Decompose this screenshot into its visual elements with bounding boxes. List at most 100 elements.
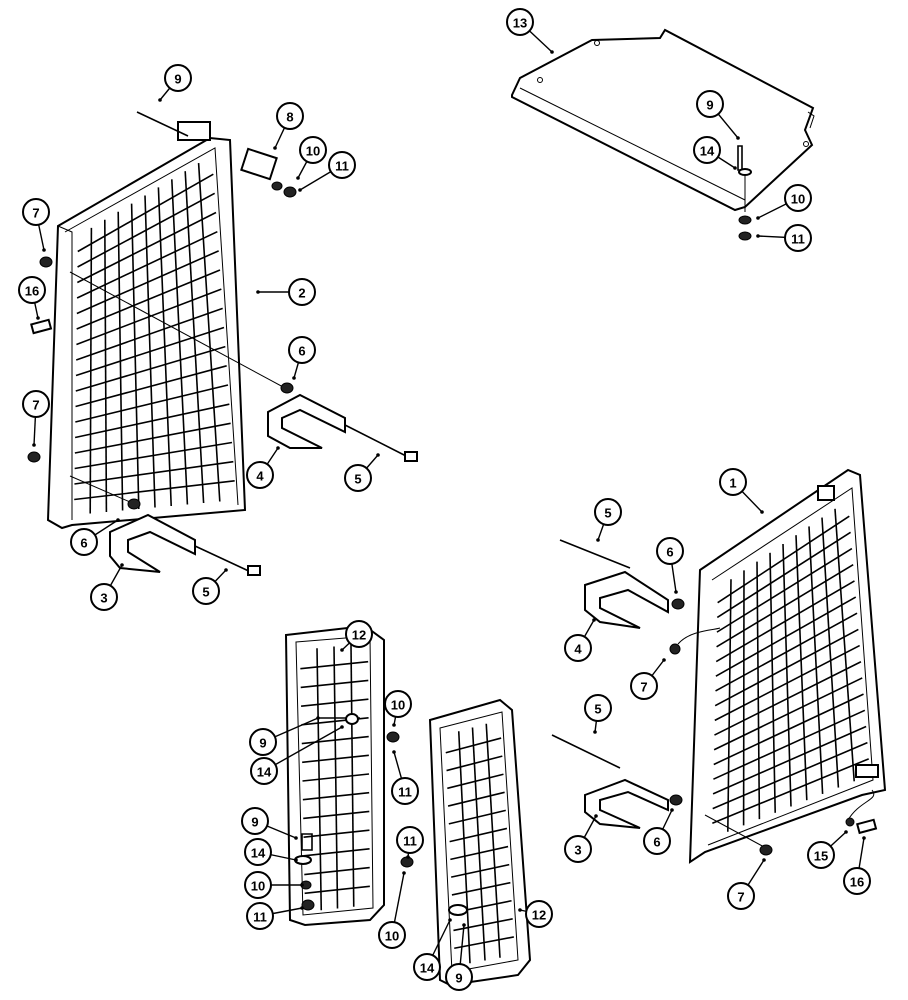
- leader-arrowhead: [42, 248, 46, 252]
- callout-number: 8: [286, 110, 293, 125]
- callout-circle: [164, 64, 192, 92]
- callout-6: 6: [288, 336, 316, 364]
- callout-number: 9: [455, 971, 462, 986]
- callout-10: 10: [299, 136, 327, 164]
- callout-circle: [276, 102, 304, 130]
- leader-arrowhead: [596, 538, 600, 542]
- leader-arrowhead: [392, 723, 396, 727]
- callout-circle: [246, 902, 274, 930]
- callout-circle: [396, 826, 424, 854]
- callout-circle: [246, 461, 274, 489]
- callout-circle: [564, 634, 592, 662]
- callout-number: 16: [25, 284, 39, 299]
- leader-arrowhead: [340, 725, 344, 729]
- callout-number: 6: [666, 545, 673, 560]
- callout-1: 1: [719, 468, 747, 496]
- callout-circle: [784, 184, 812, 212]
- callout-circle: [445, 963, 473, 991]
- left-bracket-upper: [267, 393, 418, 462]
- callout-number: 11: [791, 232, 805, 247]
- right-screen-grid: [712, 508, 870, 832]
- leader-arrowhead: [392, 750, 396, 754]
- callout-number: 10: [251, 879, 265, 894]
- callout-circle: [22, 390, 50, 418]
- callout-number: 9: [259, 736, 266, 751]
- callout-6: 6: [656, 537, 684, 565]
- leader-arrowhead: [298, 188, 302, 192]
- callout-7: 7: [22, 198, 50, 226]
- leader-arrowhead: [756, 216, 760, 220]
- callout-5: 5: [344, 464, 372, 492]
- callout-12: 12: [345, 620, 373, 648]
- callout-number: 6: [653, 835, 660, 850]
- callout-9: 9: [241, 807, 269, 835]
- callout-number: 4: [256, 469, 264, 484]
- callout-5: 5: [594, 498, 622, 526]
- callout-circle: [244, 838, 272, 866]
- callout-circle: [328, 151, 356, 179]
- callout-number: 11: [398, 785, 412, 800]
- leader-arrowhead: [276, 446, 280, 450]
- leader-arrowhead: [300, 883, 304, 887]
- callout-number: 13: [513, 16, 527, 31]
- right-screen-hardware: [551, 539, 878, 856]
- callout-circle: [719, 468, 747, 496]
- callout-circle: [413, 953, 441, 981]
- leader-arrowhead: [296, 176, 300, 180]
- callout-number: 11: [403, 834, 417, 849]
- leader-arrowhead: [36, 316, 40, 320]
- callout-16: 16: [843, 867, 871, 895]
- leader-arrowhead: [670, 808, 674, 812]
- leader-arrowhead: [224, 568, 228, 572]
- callout-number: 14: [700, 144, 715, 159]
- leader-arrowhead: [518, 908, 522, 912]
- callout-11: 11: [396, 826, 424, 854]
- callout-number: 7: [32, 206, 39, 221]
- callout-number: 5: [202, 585, 209, 600]
- callout-6: 6: [70, 528, 98, 556]
- callout-6: 6: [643, 827, 671, 855]
- callout-circle: [18, 276, 46, 304]
- leader-arrowhead: [594, 814, 598, 818]
- callout-circle: [525, 900, 553, 928]
- leader-arrowhead: [294, 836, 298, 840]
- callout-number: 2: [298, 286, 305, 301]
- callout-number: 7: [737, 890, 744, 905]
- callout-7: 7: [22, 390, 50, 418]
- callout-10: 10: [384, 690, 412, 718]
- callout-8: 8: [276, 102, 304, 130]
- callout-3: 3: [564, 835, 592, 863]
- callout-2: 2: [288, 278, 316, 306]
- callout-number: 11: [335, 159, 349, 174]
- callout-circle: [344, 464, 372, 492]
- callout-number: 15: [814, 849, 828, 864]
- callout-number: 6: [298, 344, 305, 359]
- step-panel-right: [428, 698, 532, 987]
- callout-10: 10: [784, 184, 812, 212]
- leader-arrowhead: [762, 858, 766, 862]
- leader-arrowhead: [294, 858, 298, 862]
- leader-arrowhead: [32, 443, 36, 447]
- callout-number: 6: [80, 536, 87, 551]
- leader-arrowhead: [158, 98, 162, 102]
- callout-number: 10: [791, 192, 805, 207]
- callout-circle: [90, 583, 118, 611]
- callout-14: 14: [244, 838, 272, 866]
- callout-circle: [696, 90, 724, 118]
- step-panel-left-grid: [300, 644, 370, 911]
- callout-circle: [249, 728, 277, 756]
- callout-3: 3: [90, 583, 118, 611]
- leader-arrowhead: [402, 871, 406, 875]
- callout-11: 11: [246, 902, 274, 930]
- callout-10: 10: [244, 871, 272, 899]
- callout-16: 16: [18, 276, 46, 304]
- callout-number: 5: [604, 506, 611, 521]
- callout-number: 10: [385, 929, 399, 944]
- callout-number: 7: [640, 680, 647, 695]
- left-bracket-lower: [109, 513, 261, 576]
- callout-circle: [656, 537, 684, 565]
- leader-arrowhead: [733, 166, 737, 170]
- callout-number: 4: [574, 642, 582, 657]
